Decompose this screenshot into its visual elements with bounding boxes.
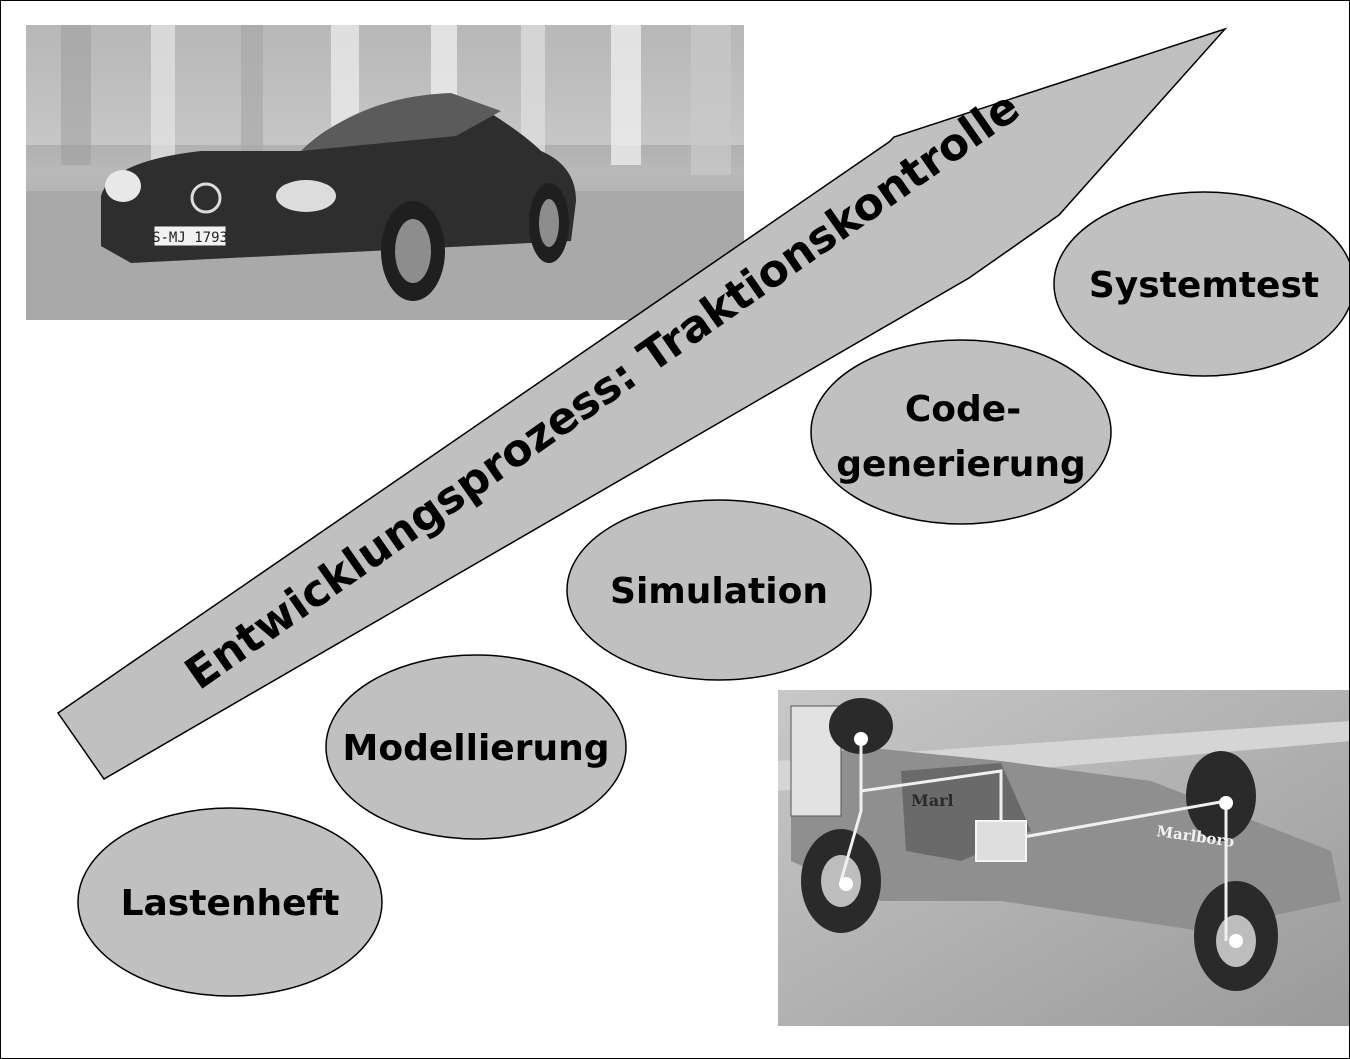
sponsor-top: Marl (911, 791, 954, 810)
step-modellierung: Modellierung (325, 654, 627, 840)
step-label: Modellierung (343, 728, 610, 769)
step-lastenheft: Lastenheft (77, 807, 383, 997)
step-simulation: Simulation (566, 499, 872, 681)
roadster-photo: S-MJ 1793 (26, 25, 744, 320)
license-plate: S-MJ 1793 (152, 230, 228, 246)
f1-car-photo: Marl Marlboro (778, 690, 1349, 1026)
step-label: Systemtest (1089, 265, 1319, 306)
step-label-line2: generierung (836, 444, 1086, 485)
step-label: Simulation (610, 571, 828, 612)
step-codegenerierung: Code- generierung (810, 339, 1112, 525)
step-systemtest: Systemtest (1053, 191, 1349, 377)
step-label: Lastenheft (121, 883, 340, 924)
step-label-line1: Code- (905, 389, 1021, 430)
